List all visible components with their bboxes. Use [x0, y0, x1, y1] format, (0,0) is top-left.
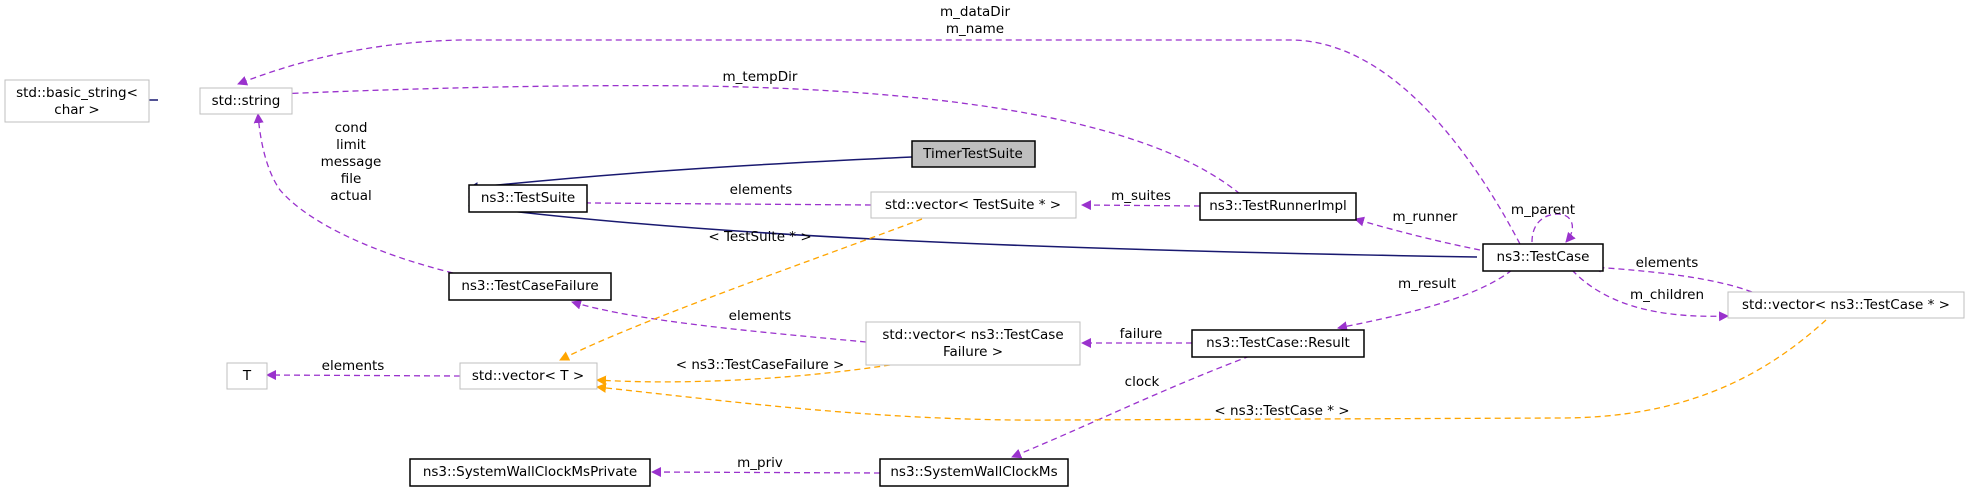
node-vector-t-label: std::vector< T > [472, 368, 584, 384]
edge-test-case-to-result [1337, 269, 1513, 332]
node-vector-test-suite-label: std::vector< TestSuite * > [885, 197, 1061, 213]
node-vector-test-case-label: std::vector< ns3::TestCase * > [1742, 297, 1950, 313]
node-vector-t[interactable]: std::vector< T > [459, 362, 598, 390]
label-test-suite-tpl: < TestSuite * > [708, 229, 811, 245]
node-basic-string-label: std::basic_string<char > [16, 85, 138, 118]
node-test-case-result[interactable]: ns3::TestCase::Result [1191, 329, 1365, 358]
nodes: std::basic_string<char > std::string Tim… [4, 79, 1965, 487]
edge-failure-to-string [253, 113, 454, 274]
edge-vector-failure-to-failure [571, 299, 867, 343]
label-failure: failure [1120, 326, 1163, 342]
edge-vector-t-to-t [266, 370, 461, 381]
node-test-case-label: ns3::TestCase [1497, 249, 1590, 265]
label-m-suites: m_suites [1111, 188, 1171, 204]
edge-runner-to-vector-suite [1081, 200, 1201, 211]
edge-result-to-wall-clock [1011, 355, 1251, 459]
edge-runner-to-string-temp-dir [233, 84, 1241, 195]
node-test-runner-impl[interactable]: ns3::TestRunnerImpl [1199, 192, 1357, 221]
node-wall-clock[interactable]: ns3::SystemWallClockMs [879, 458, 1069, 487]
node-test-case[interactable]: ns3::TestCase [1482, 243, 1604, 272]
node-string-label: std::string [212, 93, 281, 109]
label-failure-tpl: < ns3::TestCaseFailure > [676, 357, 845, 373]
node-test-suite[interactable]: ns3::TestSuite [468, 184, 588, 213]
edge-wall-clock-to-private [651, 467, 881, 478]
label-case-elements: elements [1636, 255, 1699, 271]
node-timer-test-suite[interactable]: TimerTestSuite [911, 140, 1036, 168]
node-test-suite-label: ns3::TestSuite [481, 190, 575, 206]
label-temp-dir: m_tempDir [723, 69, 798, 85]
edge-test-case-to-runner [1354, 216, 1481, 251]
node-t-label: T [242, 368, 252, 384]
edge-test-case-self-parent [1531, 213, 1576, 243]
edge-test-case-to-string-data-dir [237, 39, 1521, 245]
label-t-elements: elements [322, 358, 385, 374]
label-m-parent: m_parent [1511, 202, 1575, 218]
label-m-runner: m_runner [1393, 209, 1458, 225]
edges [119, 39, 1827, 478]
node-wall-clock-label: ns3::SystemWallClockMs [890, 464, 1057, 480]
label-failure-elements: elements [729, 308, 792, 324]
node-test-runner-impl-label: ns3::TestRunnerImpl [1209, 198, 1347, 214]
edge-test-case-to-test-suite [468, 202, 1478, 258]
edge-vector-suite-to-vector-t [559, 218, 923, 361]
node-test-case-failure-label: ns3::TestCaseFailure [461, 278, 598, 294]
node-t[interactable]: T [226, 362, 268, 390]
edge-vector-case-to-vector-t [596, 319, 1827, 421]
label-m-result: m_result [1398, 276, 1456, 292]
label-suite-elements: elements [730, 182, 793, 198]
node-wall-clock-private[interactable]: ns3::SystemWallClockMsPrivate [409, 458, 651, 487]
node-basic-string[interactable]: std::basic_string<char > [4, 79, 150, 123]
edge-timer-test-suite-to-test-suite [468, 156, 913, 193]
label-case-tpl: < ns3::TestCase * > [1214, 403, 1349, 419]
node-vector-test-suite[interactable]: std::vector< TestSuite * > [870, 191, 1077, 219]
node-vector-test-case[interactable]: std::vector< ns3::TestCase * > [1727, 291, 1965, 319]
edge-test-case-to-vector-case [1571, 269, 1729, 322]
node-timer-test-suite-label: TimerTestSuite [922, 146, 1023, 162]
node-string[interactable]: std::string [199, 87, 293, 115]
label-clock: clock [1125, 374, 1160, 390]
edge-vector-case-to-test-case [1591, 262, 1753, 293]
node-wall-clock-private-label: ns3::SystemWallClockMsPrivate [423, 464, 637, 480]
node-test-case-failure[interactable]: ns3::TestCaseFailure [448, 272, 612, 301]
edge-vector-failure-to-vector-t [596, 364, 891, 386]
node-test-case-result-label: ns3::TestCase::Result [1206, 335, 1350, 351]
label-m-priv: m_priv [737, 455, 783, 471]
label-m-children: m_children [1630, 287, 1704, 303]
